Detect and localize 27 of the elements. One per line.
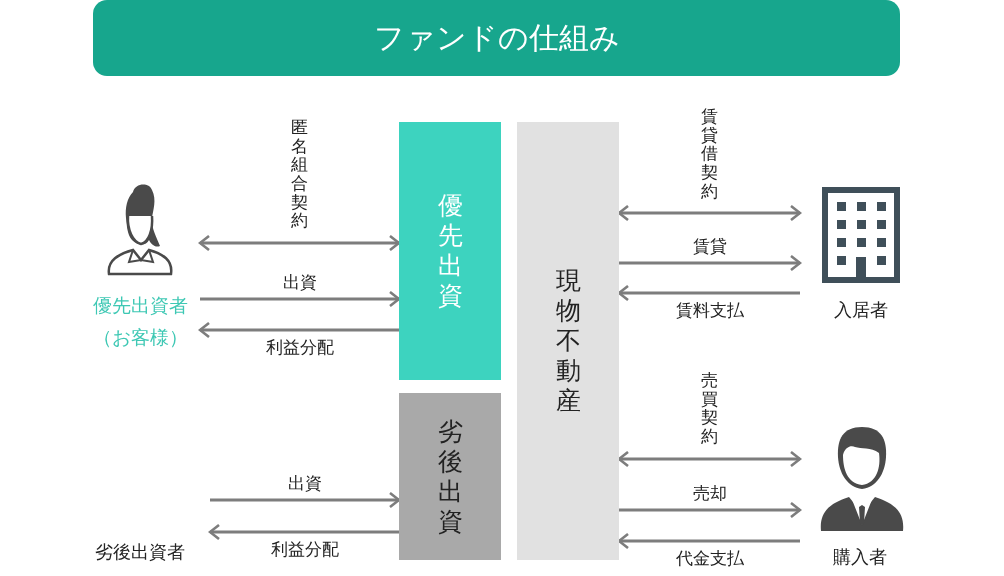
edge-label: 匿名組合契約 (291, 117, 308, 232)
edge-label: 賃貸 (690, 235, 729, 258)
edge-label: 賃料支払 (673, 299, 746, 322)
investor-label: 優先出資者 (91, 293, 189, 318)
edge-label: 賃貸借契約 (701, 106, 718, 202)
title-banner: ファンドの仕組み (93, 0, 900, 76)
block-label: 優先出資 (437, 191, 463, 311)
arrow (619, 254, 802, 272)
tenant-label: 入居者 (833, 298, 889, 322)
investor-label: （お客様） (91, 325, 189, 350)
investor-label: 劣後出資者 (94, 540, 186, 564)
edge-label: 利益分配 (263, 336, 336, 359)
block-label: 現物不動産 (555, 266, 581, 416)
edge-label: 売買契約 (701, 370, 718, 447)
buyer-label: 購入者 (832, 545, 888, 569)
arrow (208, 523, 399, 541)
fund-block (399, 122, 501, 380)
fund-block (517, 122, 619, 560)
block-label: 劣後出資 (437, 416, 463, 537)
edge-label: 利益分配 (268, 538, 341, 561)
arrow (619, 501, 802, 519)
fund-block (399, 393, 501, 560)
arrow (210, 491, 401, 509)
edge-label: 代金支払 (673, 547, 746, 570)
arrow (198, 321, 399, 339)
arrow (198, 234, 401, 252)
arrow (200, 290, 401, 308)
